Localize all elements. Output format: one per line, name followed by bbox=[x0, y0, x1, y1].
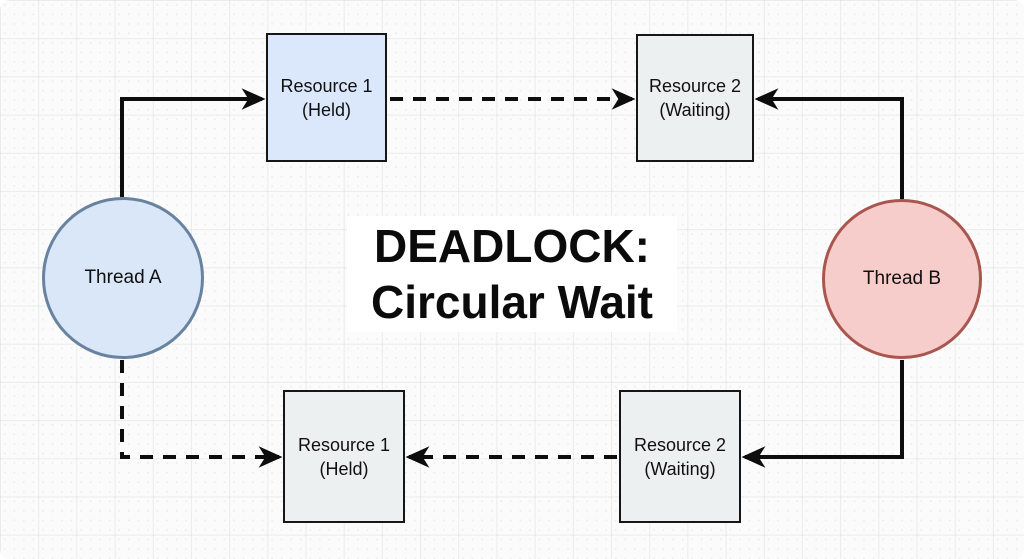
node-sublabel: (Waiting) bbox=[644, 458, 716, 479]
node-label: Thread B bbox=[862, 268, 942, 289]
edge-thread-b-to-resource2-bottom-solid bbox=[741, 360, 904, 468]
node-label: Resource 1 bbox=[280, 75, 373, 96]
diagram-title-line1: DEADLOCK: bbox=[374, 220, 650, 272]
node-label: Resource 2 bbox=[633, 434, 727, 455]
node-thread-a: Thread A bbox=[42, 197, 204, 359]
node-resource2-bottom: Resource 2 (Waiting) bbox=[619, 390, 741, 523]
node-label: Resource 1 bbox=[297, 434, 391, 455]
edge-thread-b-to-resource2-top-solid bbox=[754, 88, 904, 199]
node-resource1-bottom: Resource 1 (Held) bbox=[283, 390, 405, 523]
node-label: Thread A bbox=[84, 267, 162, 288]
node-thread-b: Thread B bbox=[822, 199, 982, 359]
edge-thread-a-to-resource1-bottom-dashed bbox=[120, 360, 283, 468]
edge-thread-a-to-resource1-top-solid bbox=[120, 88, 266, 197]
node-label: Resource 2 bbox=[648, 76, 742, 96]
node-sublabel: (Held) bbox=[319, 458, 369, 479]
node-sublabel: (Held) bbox=[301, 99, 351, 120]
diagram-title: DEADLOCK: Circular Wait bbox=[347, 216, 677, 332]
diagram-title-line2: Circular Wait bbox=[370, 276, 654, 328]
node-sublabel: (Waiting) bbox=[659, 100, 731, 120]
node-resource2-top: Resource 2 (Waiting) bbox=[636, 34, 754, 162]
node-resource1-top: Resource 1 (Held) bbox=[266, 33, 387, 162]
